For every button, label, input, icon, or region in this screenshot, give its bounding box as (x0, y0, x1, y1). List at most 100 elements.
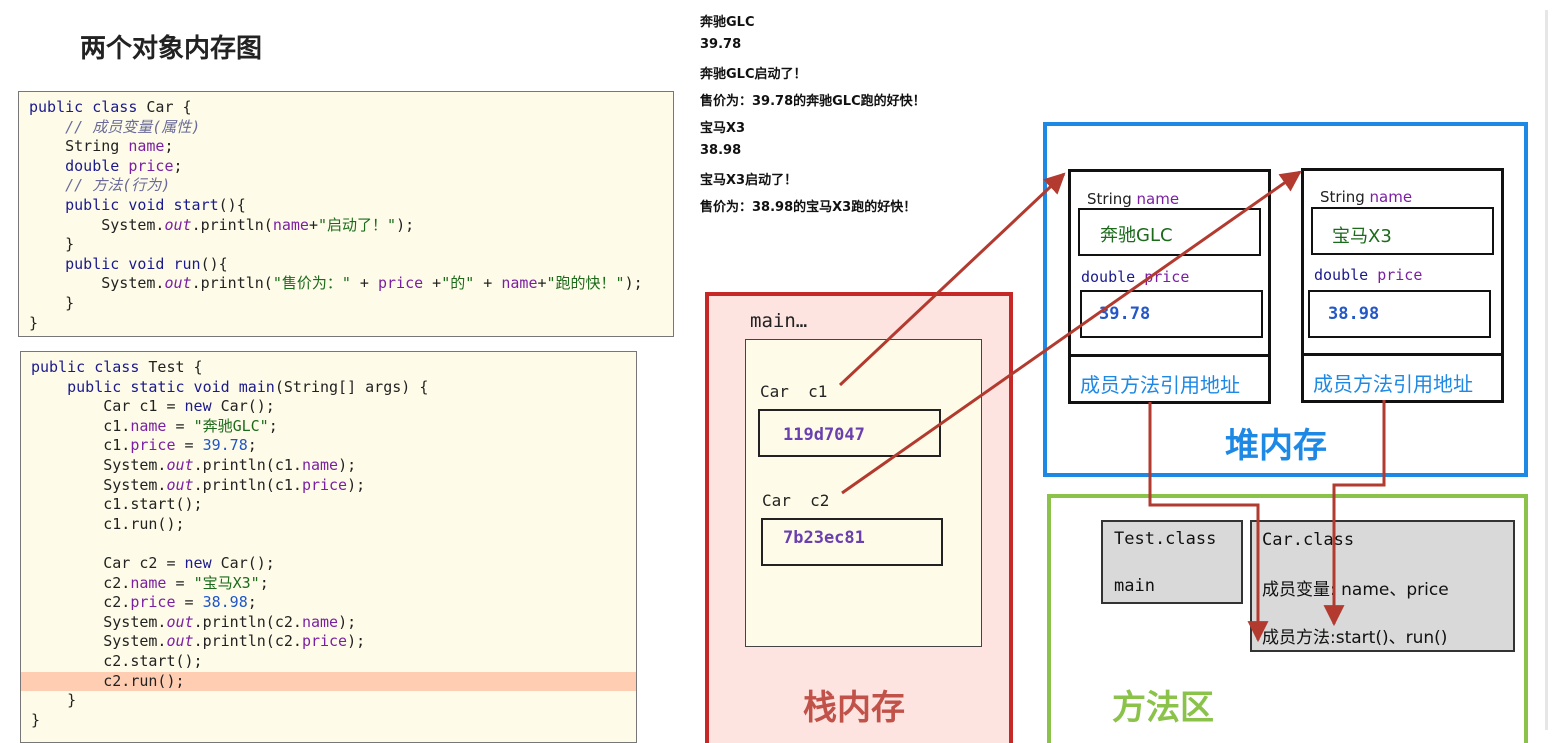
heap-object-1-divider (1068, 354, 1271, 357)
code-token: ; (247, 593, 257, 612)
code-line: public void run(){ (19, 255, 673, 275)
code-token: run (173, 254, 201, 273)
code-token: "奔驰GLC" (193, 416, 269, 435)
code-token: price (301, 632, 348, 651)
code-token: out (166, 632, 194, 651)
obj2-method-ref: 成员方法引用地址 (1313, 372, 1473, 396)
code-token: (){ (200, 254, 228, 273)
obj2-name-field: String name (1320, 188, 1412, 206)
obj1-method-ref: 成员方法引用地址 (1080, 373, 1240, 397)
code-token: (String[] args) { (274, 377, 429, 396)
c2-address: 7b23ec81 (783, 528, 865, 548)
page-edge (1545, 10, 1548, 730)
main-stack-frame (745, 339, 982, 647)
stack-memory-label: 栈内存 (803, 688, 905, 728)
code-line: String name; (19, 137, 673, 157)
code-line: // 方法(行为) (19, 176, 673, 196)
car-class-box (1250, 520, 1515, 652)
obj2-price-type: double (1314, 266, 1369, 284)
code-token: System. (31, 455, 167, 474)
code-line: public class Test { (21, 358, 636, 378)
code-line: c1.price = 39.78; (21, 436, 636, 456)
car-class-methods: 成员方法:start()、run() (1262, 628, 1448, 648)
code-line: c2.name = "宝马X3"; (21, 574, 636, 594)
code-token: "的" (441, 274, 475, 293)
code-line: } (19, 235, 673, 255)
code-line: // 成员变量(属性) (19, 118, 673, 138)
code-line: double price; (19, 157, 673, 177)
obj1-name-field: String name (1087, 190, 1179, 208)
code-line: Car c1 = new Car(); (21, 397, 636, 417)
code-token: ; (173, 156, 183, 175)
code-token: price (130, 436, 176, 455)
test-class-box (1101, 520, 1243, 604)
code-token: out (164, 274, 192, 293)
code-token: Car c1 = (31, 397, 185, 416)
code-token: name (130, 416, 167, 435)
car-class-vars: 成员变量: name、price (1262, 580, 1449, 600)
code-token: System. (31, 632, 167, 651)
code-token: System. (29, 274, 165, 293)
code-token: new (184, 397, 221, 416)
code-token: "宝马X3" (193, 573, 260, 592)
code-token: 38.98 (202, 593, 248, 612)
code-token: start (173, 195, 219, 214)
code-token: Car(); (220, 553, 275, 572)
c1-reference-arrow (838, 172, 1066, 387)
code-token: .println( (191, 215, 273, 234)
code-token: .println( (191, 274, 273, 293)
code-token: c1.start(); (31, 495, 203, 514)
code-token: ; (268, 416, 278, 435)
code-line: System.out.println(name+"启动了！"); (19, 216, 673, 236)
code-line: Car c2 = new Car(); (21, 554, 636, 574)
c2-reference-arrow (841, 170, 1302, 495)
code-line: } (19, 314, 673, 334)
code-line: public void start(){ (19, 196, 673, 216)
code-token: double (65, 156, 129, 175)
code-token: ); (338, 612, 357, 631)
code-token: Car c2 = (31, 553, 185, 572)
code-token: name (301, 612, 339, 631)
code-token: = (166, 573, 194, 592)
obj1-name-value-box (1078, 208, 1261, 256)
console-line: 奔驰GLC启动了！ (700, 67, 807, 82)
code-token: c2. (31, 593, 131, 612)
code-token: Car { (146, 98, 192, 116)
obj1-price-type: double (1081, 268, 1136, 286)
console-line: 宝马X3 (700, 121, 746, 136)
code-token: + (423, 274, 442, 293)
code-token: } (29, 293, 75, 312)
code-token: String (29, 137, 129, 156)
code-token: .println(c2. (193, 632, 302, 651)
code-token: // 成员变量(属性) (65, 117, 201, 136)
code-token: public void (65, 195, 174, 214)
code-token: main (238, 377, 275, 396)
console-line: 售价为：39.78的奔驰GLC跑的好快！ (700, 94, 926, 109)
code-token: out (166, 475, 194, 494)
code-line: System.out.println(c2.price); (21, 632, 636, 652)
console-line: 宝马X3启动了！ (700, 173, 798, 188)
code-token: // 方法(行为) (65, 176, 171, 195)
code-token: .println(c2. (193, 612, 302, 631)
main-frame-label: main… (750, 310, 808, 332)
code-token: } (29, 235, 75, 254)
code-token: } (31, 710, 41, 729)
car-class-name: Car.class (1262, 530, 1355, 550)
code-token: } (29, 313, 39, 332)
code-token: System. (29, 215, 165, 234)
obj2-name-field-name: name (1369, 188, 1413, 206)
obj2-price-value: 38.98 (1328, 304, 1380, 324)
code-token: public void (65, 254, 174, 273)
code-token: .println(c1. (193, 475, 302, 494)
code-token: out (164, 215, 192, 234)
code-token: = (175, 436, 203, 455)
code-line: System.out.println("售价为：" + price +"的" +… (19, 274, 673, 294)
c1-address-box (758, 409, 941, 457)
console-line: 39.78 (700, 37, 742, 52)
code-line: c2.price = 38.98; (21, 593, 636, 613)
code-token: new (184, 553, 221, 572)
code-token: price (378, 274, 424, 293)
code-token: c2.run(); (31, 671, 185, 690)
code-token: ); (624, 274, 643, 293)
